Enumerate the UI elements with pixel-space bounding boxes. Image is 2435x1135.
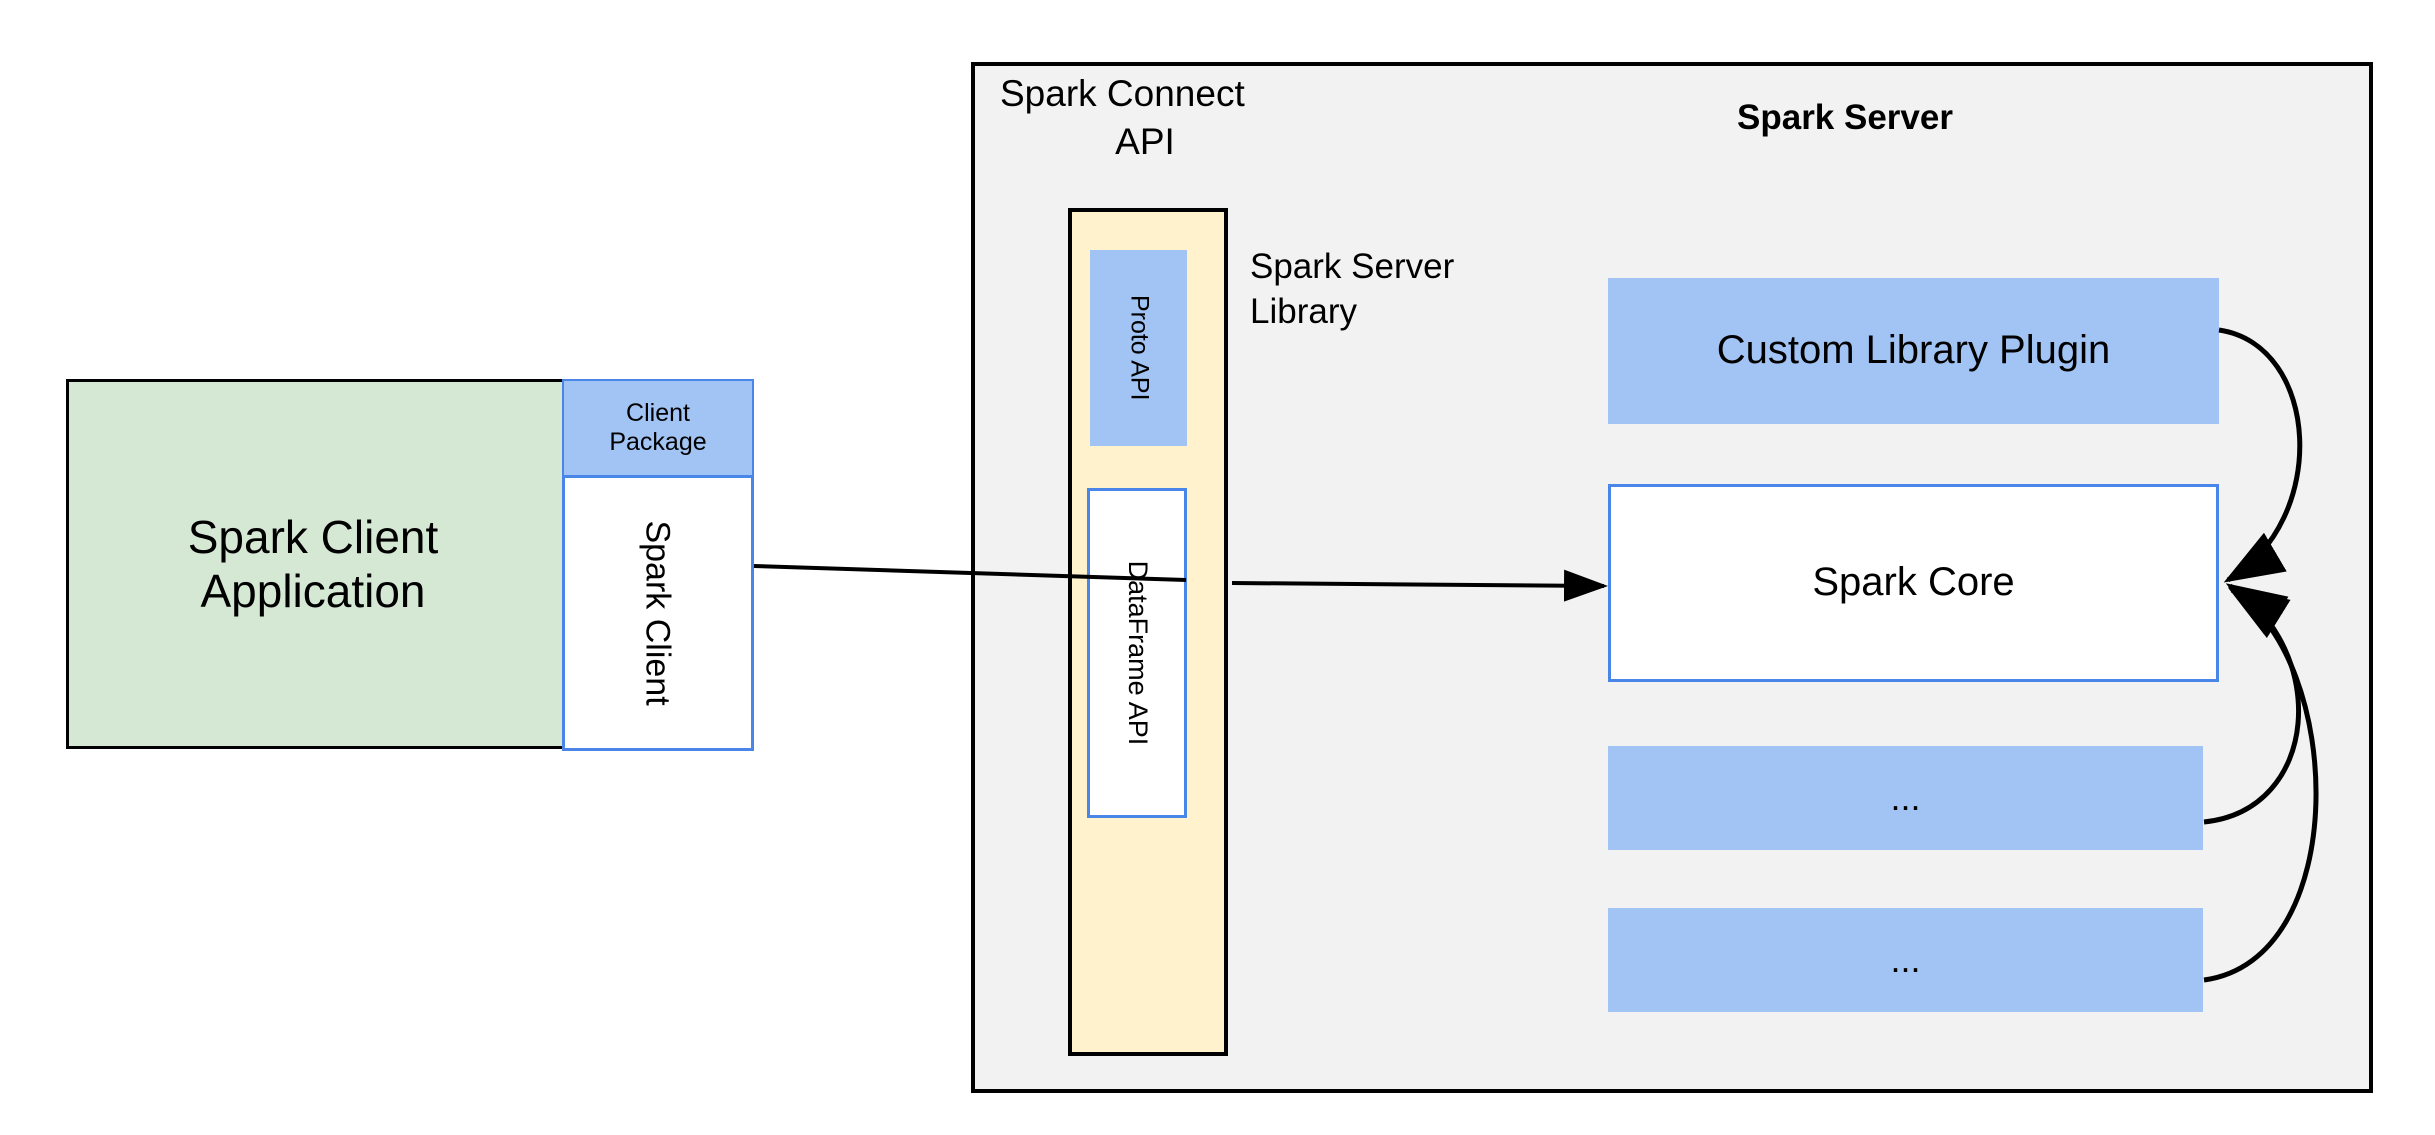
dataframe-api-label: DataFrame API xyxy=(1122,560,1153,746)
spark-client-application-line2: Application xyxy=(200,565,426,617)
ellipsis-label-1: ... xyxy=(1890,776,1921,818)
spark-client-application-label: Spark Client Application xyxy=(188,510,445,619)
spark-server-library-line1: Spark Server xyxy=(1250,247,1455,286)
proto-api-box[interactable]: Proto API xyxy=(1090,250,1187,446)
ellipsis-box-2[interactable]: ... xyxy=(1608,908,2203,1012)
custom-library-plugin-label: Custom Library Plugin xyxy=(1716,328,2111,373)
spark-connect-api-label: Spark Connect API xyxy=(1000,70,1290,166)
dataframe-api-box[interactable]: DataFrame API xyxy=(1087,488,1187,818)
spark-server-title: Spark Server xyxy=(1737,98,1953,137)
proto-api-label: Proto API xyxy=(1125,295,1154,401)
client-package-line2: Package xyxy=(609,428,707,456)
spark-core-box[interactable]: Spark Core xyxy=(1608,484,2219,682)
ellipsis-box-1[interactable]: ... xyxy=(1608,746,2203,850)
spark-core-label: Spark Core xyxy=(1812,560,2015,605)
spark-client-box[interactable]: Spark Client xyxy=(562,475,754,751)
client-package-label: Client Package xyxy=(609,399,706,458)
client-package-line1: Client xyxy=(626,398,690,427)
spark-client-application-line1: Spark Client xyxy=(187,510,439,563)
spark-connect-api-line2: API xyxy=(1115,121,1175,163)
spark-server-library-label: Spark Server Library xyxy=(1250,245,1520,335)
custom-library-plugin-box[interactable]: Custom Library Plugin xyxy=(1608,278,2219,424)
spark-server-library-line2: Library xyxy=(1250,291,1357,331)
spark-client-application-box[interactable]: Spark Client Application xyxy=(66,379,566,749)
client-package-box[interactable]: Client Package xyxy=(562,379,754,475)
ellipsis-label-2: ... xyxy=(1890,938,1921,980)
spark-client-label: Spark Client xyxy=(639,520,678,706)
spark-connect-api-line1: Spark Connect xyxy=(1000,73,1245,114)
